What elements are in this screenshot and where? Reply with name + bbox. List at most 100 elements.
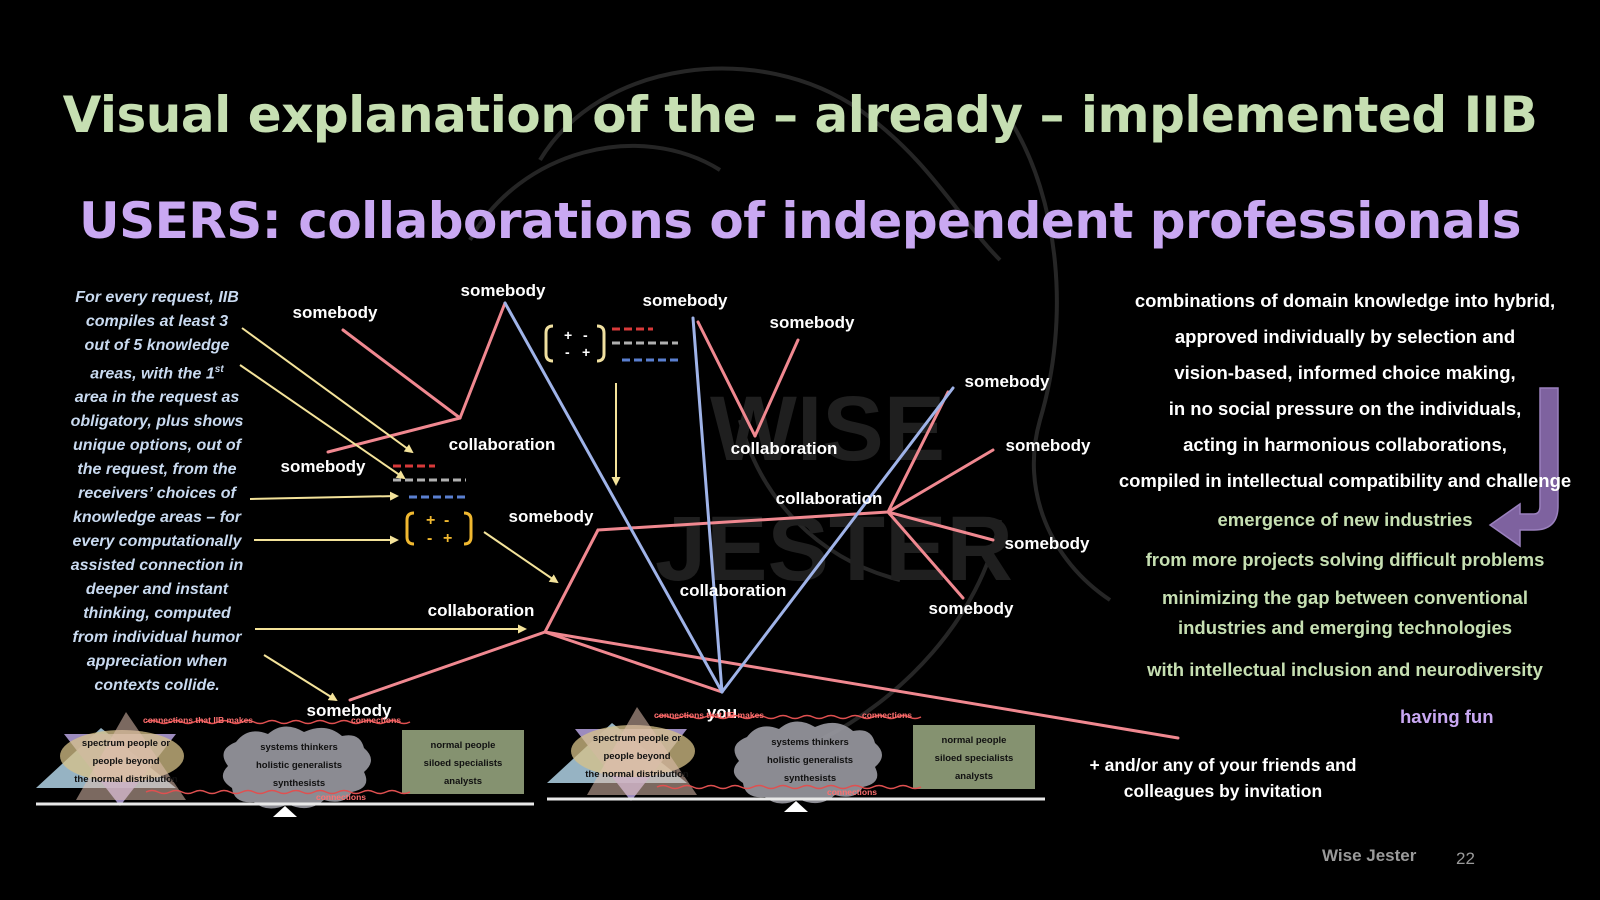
left-note-line: every computationally	[72, 533, 242, 551]
right-line: vision-based, informed choice making,	[1174, 362, 1516, 383]
right-line: compiled in intellectual compatibility a…	[1118, 470, 1572, 491]
node-collaboration: collaboration	[776, 489, 883, 508]
balance-fulcrum	[273, 806, 297, 817]
left-note-line: deeper and instant	[85, 581, 229, 599]
node-somebody: somebody	[280, 457, 366, 476]
symbol-minus: -	[444, 512, 449, 529]
plus-minus-bracket	[405, 511, 473, 546]
label-normal: analysts	[955, 771, 993, 782]
node-somebody: somebody	[964, 372, 1050, 391]
symbol-plus: +	[564, 327, 572, 343]
pink-link	[596, 510, 890, 532]
pink-link	[886, 510, 965, 600]
label-spectrum: spectrum people or	[593, 733, 681, 744]
node-collaboration: collaboration	[680, 581, 787, 600]
label-normal: normal people	[942, 735, 1007, 746]
having-fun-text: having fun	[1400, 706, 1494, 727]
symbol-plus: +	[443, 530, 452, 547]
balance-diagram-left: connections that IIB makes connections con…	[36, 712, 534, 817]
blue-link	[720, 386, 955, 694]
symbol-plus: +	[426, 512, 435, 529]
symbol-plus: +	[582, 344, 590, 360]
symbol-minus: -	[583, 327, 588, 343]
label-systems: holistic generalists	[767, 755, 853, 766]
node-somebody: somebody	[460, 281, 546, 300]
blue-link	[691, 316, 724, 694]
label-spectrum: spectrum people or	[82, 738, 170, 749]
left-note-line: contexts collide.	[94, 677, 220, 695]
wave-connections-bottom	[656, 784, 922, 790]
pointer-arrow	[263, 654, 338, 702]
left-note-line: unique options, out of	[73, 437, 241, 455]
label-systems: systems thinkers	[771, 737, 849, 748]
label-systems: synthesists	[273, 778, 325, 789]
label-systems: synthesists	[784, 773, 836, 784]
box-normal	[402, 730, 524, 794]
pink-link	[458, 301, 507, 420]
purple-curved-arrow	[1488, 387, 1559, 548]
pink-link	[348, 630, 547, 702]
left-note-line: knowledge areas – for	[72, 509, 242, 527]
pink-link	[753, 338, 800, 438]
green-line: emergence of new industries	[1217, 509, 1473, 530]
pink-link	[341, 328, 462, 420]
cloud-systems	[222, 726, 371, 809]
label-systems: holistic generalists	[256, 760, 342, 771]
pink-link	[886, 510, 995, 542]
footer-brand: Wise Jester	[1322, 846, 1417, 865]
label-normal: siloed specialists	[935, 753, 1014, 764]
box-normal	[913, 725, 1035, 789]
label-spectrum: people beyond	[603, 751, 670, 762]
node-somebody: somebody	[928, 599, 1014, 618]
node-somebody: somebody	[1005, 436, 1091, 455]
label-connections-iib: connections that IIB makes	[654, 710, 764, 720]
blue-link	[503, 301, 724, 694]
invitation-text: + and/or any of your friends and colleag…	[1089, 755, 1357, 801]
label-connections: connections	[316, 792, 366, 802]
left-note-line: receivers’ choices of	[78, 485, 236, 503]
label-connections: connections	[827, 787, 877, 797]
label-normal: normal people	[431, 740, 496, 751]
left-note-line: compiles at least 3	[85, 313, 229, 330]
node-somebody: somebody	[508, 507, 594, 526]
svg-text:WISE: WISE	[710, 378, 945, 480]
symbol-minus: -	[565, 344, 570, 360]
left-note-line: from individual humor	[72, 629, 242, 647]
right-line: approved individually by selection and	[1174, 326, 1516, 347]
green-line: industries and emerging technologies	[1177, 617, 1513, 638]
node-somebody: somebody	[769, 313, 855, 332]
wave-connections-bottom	[145, 789, 411, 795]
left-note-line: out of 5 knowledge	[84, 337, 230, 354]
node-collaboration: collaboration	[449, 435, 556, 454]
label-connections: connections	[351, 715, 401, 725]
plus-minus-bracket	[544, 324, 606, 363]
right-line: acting in harmonious collaborations,	[1183, 434, 1507, 455]
pink-link	[886, 390, 950, 514]
slide-title: Visual explanation of the – already – im…	[62, 86, 1538, 144]
label-connections-iib: connections that IIB makes	[143, 715, 253, 725]
left-note-line: thinking, computed	[83, 605, 231, 623]
triangle-peach	[76, 712, 186, 800]
left-note-line: area in the request as	[74, 389, 240, 407]
slide-subtitle: USERS: collaborations of independent pro…	[79, 192, 1521, 250]
green-line: minimizing the gap between conventional	[1162, 587, 1528, 608]
left-note-line: appreciation when	[86, 653, 228, 671]
node-collaboration: collaboration	[428, 601, 535, 620]
pink-link	[543, 630, 724, 694]
left-note-line: assisted connection in	[70, 557, 244, 575]
pointer-arrow	[239, 364, 406, 480]
symbol-minus: -	[427, 530, 432, 547]
pink-link	[543, 528, 600, 634]
right-text-panel: combinations of domain knowledge into hy…	[1100, 283, 1590, 687]
right-line: combinations of domain knowledge into hy…	[1134, 290, 1556, 311]
label-spectrum: the normal distribution	[74, 774, 178, 785]
triangle-peach	[587, 707, 697, 795]
label-systems: systems thinkers	[260, 742, 338, 753]
pink-link	[886, 448, 995, 514]
label-normal: siloed specialists	[424, 758, 503, 769]
cloud-systems	[733, 721, 882, 804]
wave-connections-top	[656, 714, 922, 720]
